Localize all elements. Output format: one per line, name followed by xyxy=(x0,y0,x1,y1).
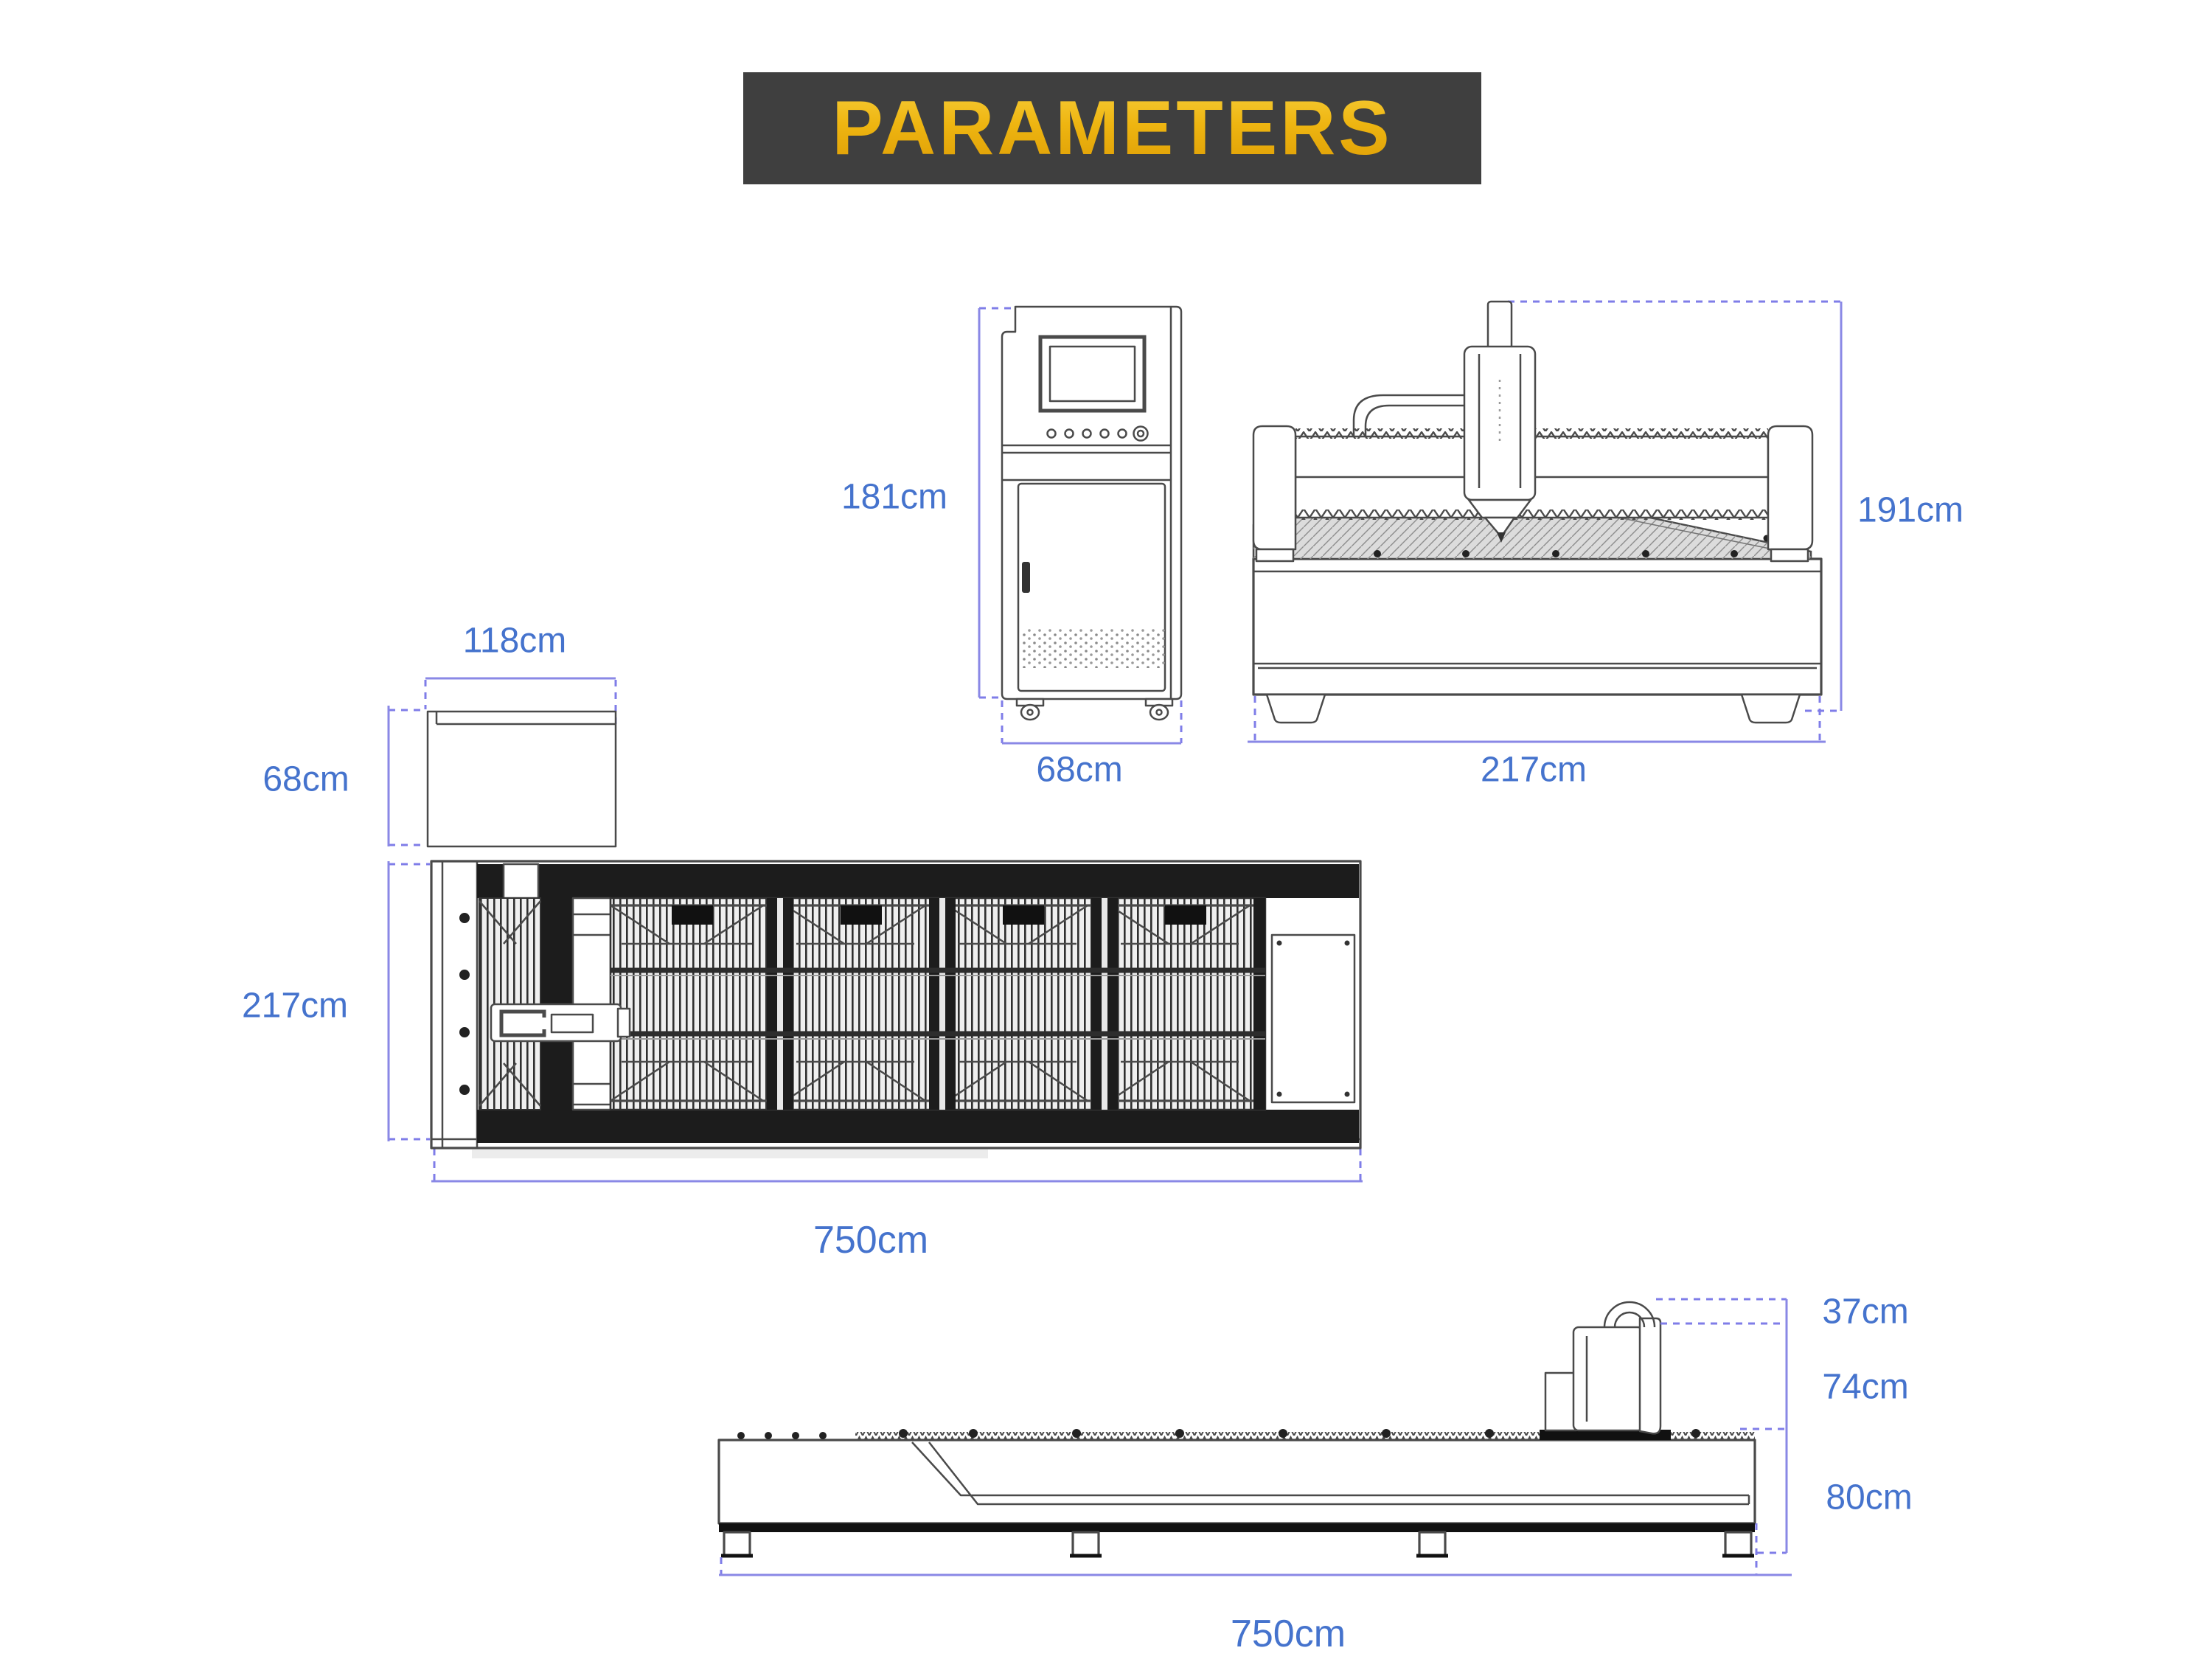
side-head-height-label: 37cm xyxy=(1822,1292,1909,1332)
side-body-height-label: 74cm xyxy=(1822,1367,1909,1407)
cabinet-height-label: 181cm xyxy=(841,477,948,517)
machine-side-view xyxy=(717,1298,1792,1576)
cabinet-front-view xyxy=(978,305,1183,745)
machine-front-view xyxy=(1248,300,1843,743)
topview-depth-label: 217cm xyxy=(241,986,349,1026)
side-length-label: 750cm xyxy=(1230,1613,1346,1655)
front-height-label: 191cm xyxy=(1857,490,1964,530)
box-width-label: 118cm xyxy=(462,621,567,661)
box-depth-label: 68cm xyxy=(262,759,349,799)
cabinet-width-label: 68cm xyxy=(1036,750,1123,790)
page-title: PARAMETERS xyxy=(832,85,1393,171)
front-width-label: 217cm xyxy=(1480,750,1587,790)
machine-top-view xyxy=(387,860,1363,1183)
side-bed-height-label: 80cm xyxy=(1826,1478,1913,1517)
topview-length-label: 750cm xyxy=(813,1219,929,1262)
cover-box-top-view xyxy=(387,677,617,848)
parameters-banner: PARAMETERS xyxy=(743,72,1481,184)
